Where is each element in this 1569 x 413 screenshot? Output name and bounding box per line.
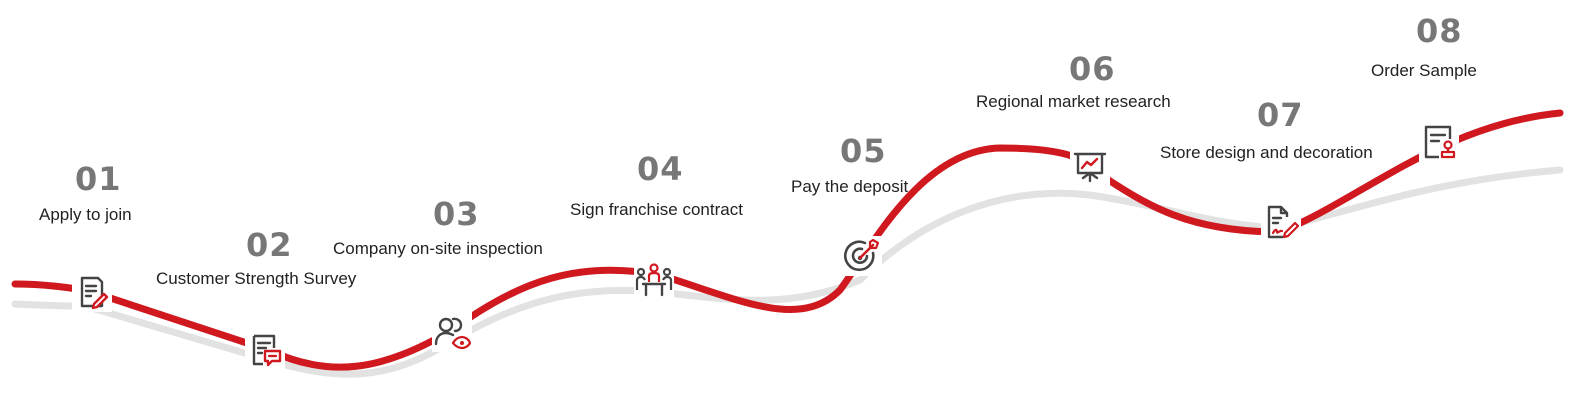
meeting-table-icon [634, 260, 674, 300]
step-number: 07 [1257, 96, 1304, 134]
document-stamp-icon [1419, 122, 1459, 162]
step-number: 06 [1069, 50, 1116, 88]
document-edit-icon [72, 272, 112, 312]
step-label: Pay the deposit [791, 177, 909, 196]
step-label: Store design and decoration [1160, 143, 1373, 162]
step-label: Customer Strength Survey [156, 269, 357, 288]
target-icon [842, 236, 882, 276]
document-sign-icon [1261, 202, 1301, 242]
survey-message-icon [245, 330, 285, 370]
step-label: Sign franchise contract [570, 200, 743, 219]
people-view-icon [432, 312, 472, 352]
step-label: Regional market research [976, 92, 1171, 111]
presentation-chart-icon [1070, 147, 1110, 187]
step-number: 05 [840, 132, 887, 170]
step-label: Apply to join [39, 205, 132, 224]
step-number: 08 [1416, 12, 1463, 50]
step-label: Company on-site inspection [333, 239, 543, 258]
step-number: 03 [433, 195, 480, 233]
step-number: 02 [246, 226, 293, 264]
step-number: 01 [75, 160, 122, 198]
step-number: 04 [637, 150, 684, 188]
step-label: Order Sample [1371, 61, 1477, 80]
